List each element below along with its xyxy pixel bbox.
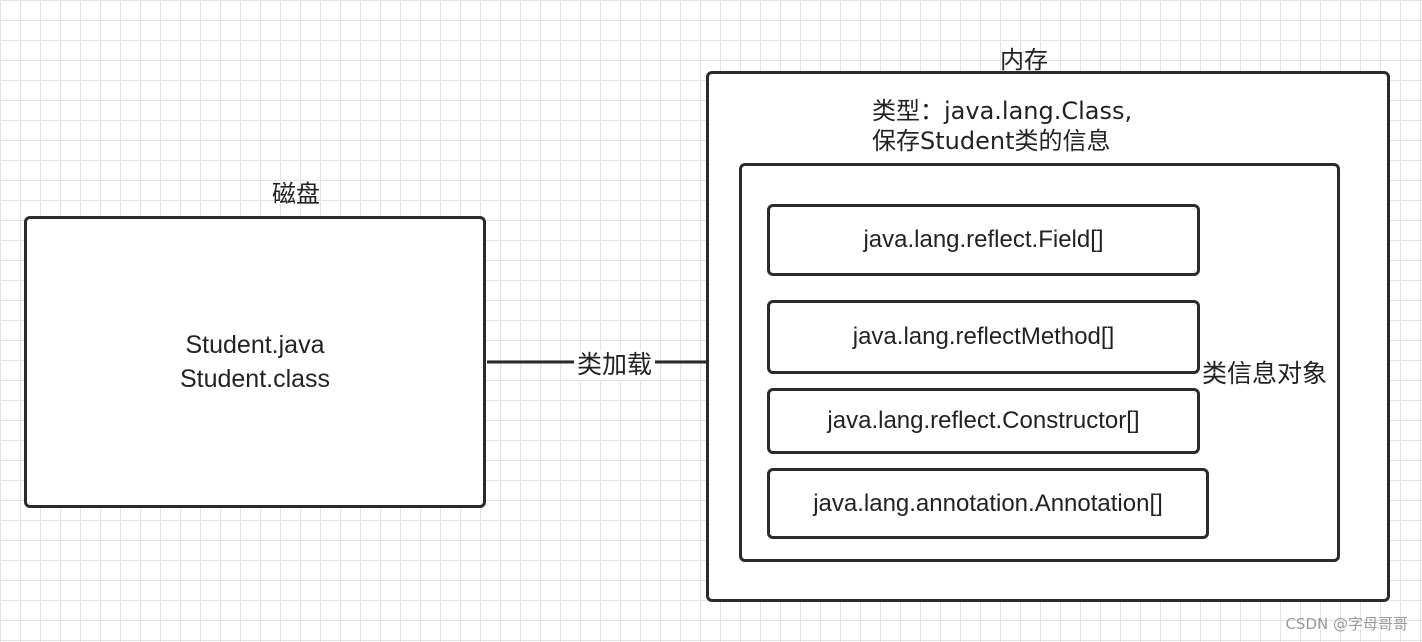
disk-title: 磁盘 [272, 180, 320, 208]
student-class-file: Student.class [179, 365, 331, 393]
constructor-array-item: java.lang.reflect.Constructor[] [767, 388, 1200, 454]
class-type-line: 类型：java.lang.Class, [872, 97, 1133, 125]
class-info-object-label: 类信息对象 [1202, 359, 1328, 388]
watermark: CSDN @字母哥哥 [1285, 615, 1408, 633]
memory-title: 内存 [1000, 46, 1048, 74]
annotation-array-item: java.lang.annotation.Annotation[] [767, 468, 1209, 539]
disk-files: Student.java Student.class [180, 328, 330, 396]
class-purpose-line: 保存Student类的信息 [872, 127, 1111, 155]
disk-box: Student.java Student.class [24, 216, 486, 508]
method-array-item: java.lang.reflectMethod[] [767, 300, 1200, 374]
class-type-caption: 类型：java.lang.Class, 保存Student类的信息 [872, 96, 1132, 156]
field-array-item: java.lang.reflect.Field[] [767, 204, 1200, 276]
student-java-file: Student.java [185, 331, 325, 359]
class-loading-label: 类加载 [574, 350, 656, 380]
